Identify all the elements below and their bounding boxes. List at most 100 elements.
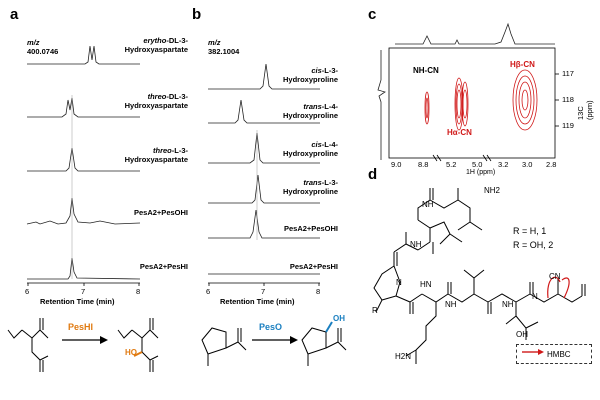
atom-nh2: NH2: [484, 186, 501, 195]
reaction-schemes-svg: [7, 318, 347, 372]
label-a-1: erytho-DL-3- Hydroxyaspartate: [110, 36, 188, 54]
trace-b-5: [208, 209, 320, 239]
axis-break-2: [436, 154, 442, 162]
atom-hn-arg: HN: [420, 280, 432, 289]
x-ticks-a: [27, 283, 140, 286]
product-oh-label-b: OH: [333, 314, 345, 323]
label-b-1-prefix: cis: [311, 66, 322, 75]
oh-bond-b: [325, 321, 333, 333]
panel-d-letter: d: [368, 166, 378, 183]
x-tick-c-1: 9.0: [391, 160, 402, 169]
label-b-5: PesA2+PesOHI: [262, 224, 338, 233]
atom-n-cn: N: [532, 292, 538, 301]
trace-group-b: [208, 63, 320, 275]
x-tick-c-4: 5.0: [472, 160, 483, 169]
atom-oh: OH: [516, 330, 528, 339]
label-b-6: PesA2+PesHI: [262, 262, 338, 271]
mz-value-b: 382.1004: [208, 47, 240, 56]
atom-cn: CN: [549, 272, 561, 281]
x-tick-a-2: 7: [81, 287, 86, 296]
enzyme-label-peshi: PesHI: [68, 322, 94, 332]
oh-bond-a: [133, 351, 143, 357]
peak-ha-cn: [454, 77, 469, 131]
label-a-3-line2: Hydroxyaspartate: [124, 155, 188, 164]
hmbc-arrow-2: [561, 277, 570, 299]
label-b-2-rest: -L-4-: [321, 102, 338, 111]
asp-product-structure: [117, 318, 159, 372]
y-tick-c-2: 118: [562, 95, 574, 104]
label-a-1-line2: Hydroxyaspartate: [124, 45, 188, 54]
label-b-2: trans-L-4- Hydroxyproline: [262, 102, 338, 120]
label-a-3: threo-L-3- Hydroxyaspartate: [110, 146, 188, 164]
peak-hb-cn: [512, 69, 538, 131]
label-a-1-prefix: erytho: [143, 36, 167, 45]
label-b-3: cis-L-4- Hydroxyproline: [262, 140, 338, 158]
x-tick-c-6: 3.0: [522, 160, 533, 169]
y-tick-c-1: 117: [562, 69, 574, 78]
reaction-arrowhead-a: [100, 336, 108, 344]
label-b-4-prefix: trans: [303, 178, 322, 187]
x-tick-c-7: 2.8: [546, 160, 557, 169]
atom-nh-val: NH: [445, 300, 457, 309]
peak-label-ha-cn: Hα-CN: [447, 128, 472, 137]
panel-c-letter: c: [368, 6, 377, 23]
peptide-structure-svg: [373, 188, 586, 364]
label-b-2-line2: Hydroxyproline: [282, 111, 338, 120]
hmbc-legend: HMBC: [516, 344, 592, 364]
atom-n-pro: N: [396, 278, 402, 287]
label-b-2-prefix: trans: [303, 102, 322, 111]
atom-h2n: H2N: [395, 352, 412, 361]
y-title-c: 13C (ppm): [576, 100, 594, 120]
trace-a-1: [27, 45, 140, 65]
trace-a-4: [26, 197, 141, 225]
product-oh-label-a: HO: [125, 348, 137, 357]
label-a-2: threo-DL-3- Hydroxyaspartate: [110, 92, 188, 110]
label-a-2-line2: Hydroxyaspartate: [124, 101, 188, 110]
label-b-1: cis-L-3- Hydroxyproline: [262, 66, 338, 84]
atom-nh-asp: NH: [502, 300, 514, 309]
x-tick-b-2: 7: [261, 287, 266, 296]
x-tick-c-3: 5.2: [446, 160, 457, 169]
label-b-4: trans-L-3- Hydroxyproline: [262, 178, 338, 196]
panel-a-letter: a: [10, 6, 19, 23]
x-tick-b-3: 8: [316, 287, 321, 296]
x-ticks-b: [208, 283, 320, 286]
y-ticks-c: [555, 73, 559, 127]
atom-nh-2: NH: [410, 240, 422, 249]
trace-b-2: [208, 99, 320, 124]
label-b-1-line2: Hydroxyproline: [282, 75, 338, 84]
trace-a-2: [27, 97, 140, 118]
reaction-arrowhead-b: [290, 336, 298, 344]
peak-label-nh-cn: NH-CN: [413, 66, 439, 75]
hmbc-arrow-1: [547, 276, 561, 299]
enzyme-label-peso: PesO: [259, 322, 283, 332]
label-b-1-rest: -L-3-: [321, 66, 338, 75]
peak-label-hb-cn: Hβ-CN: [510, 60, 535, 69]
label-a-2-prefix: threo: [147, 92, 167, 101]
r-definition-1: R = H, 1: [513, 226, 547, 236]
pro-substrate-structure: [201, 327, 247, 366]
atom-r: R: [372, 306, 378, 315]
mz-label-b: m/z 382.1004: [208, 38, 239, 56]
label-a-5: PesA2+PesHI: [110, 262, 188, 271]
legend-arrowhead: [538, 349, 544, 355]
axis-break-3: [482, 154, 488, 162]
label-a-5-rest: PesA2+PesHI: [139, 262, 188, 271]
r-definition-2: R = OH, 2: [513, 240, 554, 250]
trace-b-1: [208, 63, 320, 90]
trace-group-a: [26, 45, 141, 280]
x-title-b: Retention Time (min): [220, 297, 295, 306]
projection-left: [377, 50, 386, 160]
label-b-5-rest: PesA2+PesOHI: [284, 224, 338, 233]
hmbc-legend-label: HMBC: [547, 349, 571, 359]
atom-nh-1: NH: [422, 200, 434, 209]
label-b-6-rest: PesA2+PesHI: [289, 262, 338, 271]
trace-b-4: [208, 174, 320, 204]
axis-break-1: [432, 154, 438, 162]
panel-b-letter: b: [192, 6, 202, 23]
label-b-3-prefix: cis: [311, 140, 322, 149]
x-tick-a-1: 6: [25, 287, 30, 296]
label-b-3-line2: Hydroxyproline: [282, 149, 338, 158]
spectrum-frame: [388, 47, 556, 159]
